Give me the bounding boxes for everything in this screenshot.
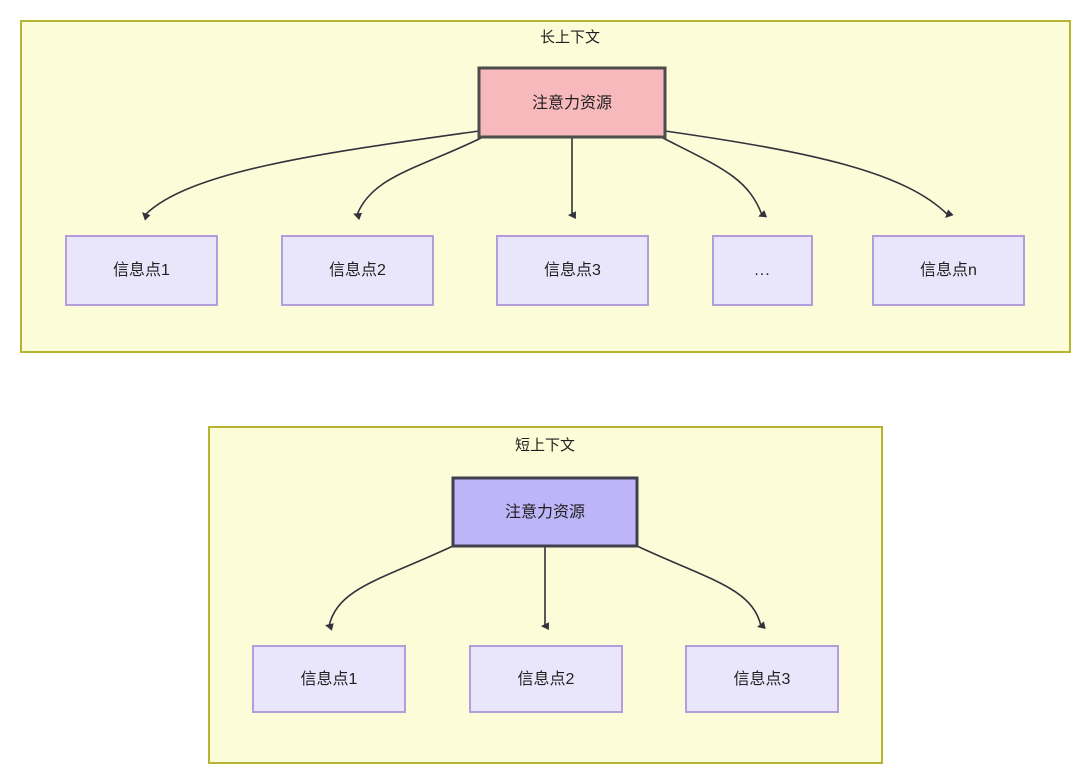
edge-attention-to-short-info-point-3 xyxy=(636,545,766,629)
edge-attention-to-info-point-2 xyxy=(353,137,482,221)
node-label-info-point-2: 信息点2 xyxy=(329,261,386,279)
node-info-point-n[interactable]: 信息点n xyxy=(872,235,1025,306)
edges-short-context xyxy=(324,545,766,631)
node-label-info-point-ellipsis: ... xyxy=(754,262,770,279)
group-title-long-context: 长上下文 xyxy=(540,29,600,46)
node-rect-info-point-1[interactable] xyxy=(65,235,218,306)
node-rect-info-point-3[interactable] xyxy=(496,235,649,306)
node-rect-short-info-point-1[interactable] xyxy=(252,645,406,713)
node-rect-attention-resource-long[interactable] xyxy=(477,66,667,139)
node-attention-resource-short[interactable]: 注意力资源 xyxy=(451,476,639,548)
group-short-context: 短上下文 注意力资源 信息点1 信息点2 xyxy=(208,426,883,764)
node-info-point-2[interactable]: 信息点2 xyxy=(281,235,434,306)
node-rect-short-info-point-3[interactable] xyxy=(685,645,839,713)
node-rect-info-point-2[interactable] xyxy=(281,235,434,306)
node-rect-info-point-ellipsis[interactable] xyxy=(712,235,813,306)
edge-attention-to-short-info-point-1 xyxy=(324,545,454,631)
node-label-short-info-point-1: 信息点1 xyxy=(301,670,358,688)
node-rect-attention-resource-short[interactable] xyxy=(451,476,639,548)
node-rect-short-info-point-2[interactable] xyxy=(469,645,623,713)
node-label-info-point-n: 信息点n xyxy=(920,261,977,279)
node-attention-resource-long[interactable]: 注意力资源 xyxy=(477,66,667,139)
node-label-info-point-3: 信息点3 xyxy=(544,261,601,279)
node-rect-info-point-n[interactable] xyxy=(872,235,1025,306)
node-short-info-point-2[interactable]: 信息点2 xyxy=(469,645,623,713)
node-info-point-1[interactable]: 信息点1 xyxy=(65,235,218,306)
node-info-point-3[interactable]: 信息点3 xyxy=(496,235,649,306)
group-long-context: 长上下文 注意力资源 信息点1 信息点2 xyxy=(20,20,1071,353)
node-info-point-ellipsis[interactable]: ... xyxy=(712,235,813,306)
edge-attention-to-info-point-ellipsis xyxy=(662,137,768,218)
edge-attention-to-info-point-1 xyxy=(142,130,480,221)
node-label-info-point-1: 信息点1 xyxy=(113,261,170,279)
node-label-attention-resource-long: 注意力资源 xyxy=(532,93,612,112)
edge-attention-to-info-point-n xyxy=(664,130,954,218)
node-label-short-info-point-3: 信息点3 xyxy=(734,670,791,688)
node-label-short-info-point-2: 信息点2 xyxy=(518,670,575,688)
node-label-attention-resource-short: 注意力资源 xyxy=(505,502,585,521)
node-short-info-point-3[interactable]: 信息点3 xyxy=(685,645,839,713)
group-title-short-context: 短上下文 xyxy=(515,437,575,454)
node-short-info-point-1[interactable]: 信息点1 xyxy=(252,645,406,713)
edges-long-context xyxy=(142,130,954,221)
